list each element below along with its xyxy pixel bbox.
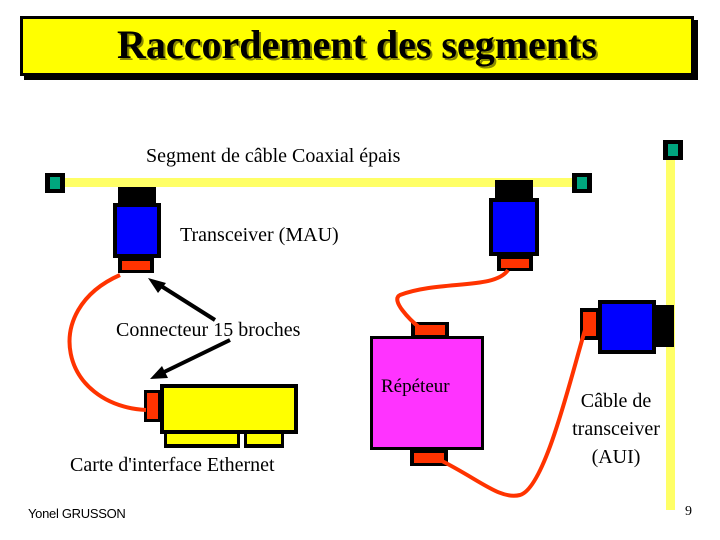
coax-label: Segment de câble Coaxial épais xyxy=(146,145,401,167)
terminator-left xyxy=(45,173,65,193)
transceiver-1 xyxy=(113,187,161,273)
transceiver-label: Transceiver (MAU) xyxy=(180,224,339,246)
slide-title: Raccordement des segments xyxy=(117,22,597,67)
transceiver-2 xyxy=(489,180,539,271)
aui-cable-nic xyxy=(67,273,147,412)
transceiver-3 xyxy=(580,300,674,354)
terminator-top-right xyxy=(663,140,683,160)
aui-label-line1: Câble de xyxy=(580,390,652,412)
arrow-head-bottom xyxy=(150,366,168,379)
aui-cable-repeater-top xyxy=(395,268,510,330)
connector-label: Connecteur 15 broches xyxy=(116,319,301,341)
arrow-to-transceiver-connector xyxy=(156,282,217,322)
ethernet-card xyxy=(144,384,298,448)
coax-segment-1 xyxy=(55,178,580,187)
ethernet-card-label: Carte d'interface Ethernet xyxy=(70,454,275,476)
terminator-mid xyxy=(572,173,592,193)
aui-label-line3: (AUI) xyxy=(591,446,641,468)
title-box: Raccordement des segments xyxy=(20,16,694,76)
arrow-to-card-connector xyxy=(159,338,231,376)
page-number: 9 xyxy=(685,504,692,519)
arrow-head-top xyxy=(148,278,166,293)
repeater-label: Répéteur xyxy=(381,376,450,397)
aui-label-line2: transceiver xyxy=(572,418,660,440)
aui-cable-repeater-bottom xyxy=(439,329,587,498)
footer-author: Yonel GRUSSON xyxy=(28,506,126,521)
